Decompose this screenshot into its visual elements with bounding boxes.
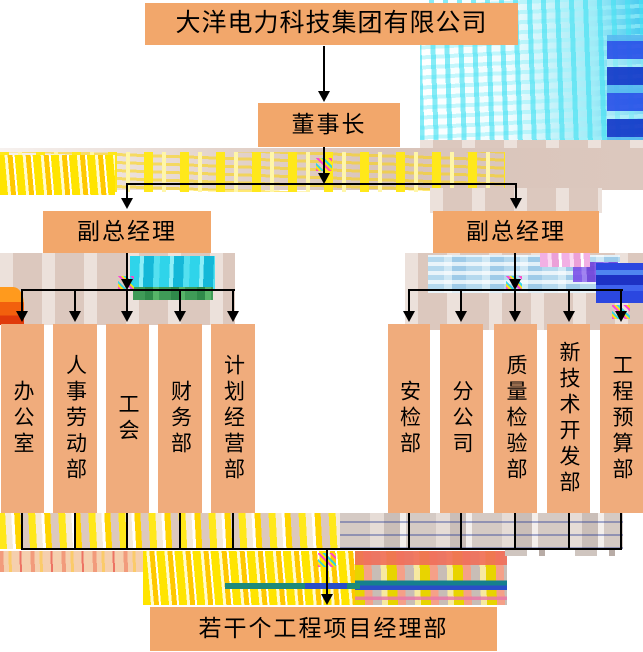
arrowhead-down-project — [321, 594, 333, 605]
chairman-box: 董事长 — [258, 103, 400, 147]
dept-union-label: 工会 — [116, 392, 140, 445]
arrowhead-down-chairman — [318, 91, 330, 102]
connector-bus-left-depts — [21, 289, 235, 291]
corruption-artifact-bottom-multi — [355, 551, 507, 605]
stub-r3 — [514, 513, 516, 549]
dept-newtech-box: 新技术开发部 — [547, 324, 590, 513]
arrowhead-down-l4 — [174, 311, 186, 322]
dept-finance-label: 财务部 — [168, 379, 192, 458]
connector-dept-r1 — [408, 291, 410, 312]
dept-safety-label: 安检部 — [397, 379, 421, 458]
dept-newtech-label: 新技术开发部 — [557, 340, 581, 497]
org-title-label: 大洋电力科技集团有限公司 — [175, 9, 488, 38]
stub-l5 — [232, 513, 234, 549]
stub-r1 — [408, 513, 410, 549]
connector-bottom-drop — [326, 550, 328, 595]
connector-bus-bottom — [21, 548, 622, 550]
connector-deputy-right-out — [514, 253, 516, 282]
dept-budget-box: 工程预算部 — [600, 324, 643, 513]
arrowhead-down-l2 — [69, 311, 81, 322]
connector-dept-r5 — [620, 291, 622, 312]
arrowhead-down-busleft — [121, 279, 133, 290]
deputy-right-box: 副总经理 — [433, 211, 599, 253]
connector-dept-l3 — [126, 291, 128, 312]
connector-deputy-right-drop — [515, 185, 517, 200]
deputy-left-box: 副总经理 — [43, 211, 211, 253]
corruption-artifact-cyan-block — [130, 256, 215, 289]
dept-finance-box: 财务部 — [158, 324, 202, 513]
connector-dept-r3 — [514, 291, 516, 312]
dept-branch-box: 分公司 — [440, 324, 483, 513]
arrowhead-down-r5 — [615, 311, 627, 322]
connector-dept-l2 — [74, 291, 76, 312]
dept-safety-box: 安检部 — [388, 324, 430, 513]
connector-dept-l5 — [232, 291, 234, 312]
deputy-left-label: 副总经理 — [77, 218, 177, 245]
connector-dept-l4 — [179, 291, 181, 312]
connector-deputy-left-out — [126, 253, 128, 282]
dept-budget-label: 工程预算部 — [610, 353, 634, 484]
stub-r4 — [568, 513, 570, 549]
arrowhead-down-r2 — [455, 311, 467, 322]
stub-l3 — [126, 513, 128, 549]
arrowhead-down-bus1 — [318, 173, 330, 184]
corruption-artifact-cells-right — [340, 513, 623, 549]
arrowhead-down-r3 — [509, 311, 521, 322]
connector-dept-r2 — [460, 291, 462, 312]
dept-office-label: 办公室 — [11, 379, 35, 458]
connector-deputy-left-drop — [126, 185, 128, 200]
project-dept-label: 若干个工程项目经理部 — [198, 615, 449, 642]
deputy-right-label: 副总经理 — [466, 218, 566, 245]
corruption-artifact-pink-patch — [540, 253, 590, 267]
arrowhead-down-l5 — [227, 311, 239, 322]
arrowhead-down-l3 — [121, 311, 133, 322]
arrowhead-down-r4 — [563, 311, 575, 322]
connector-dept-l1 — [21, 291, 23, 312]
org-title-box: 大洋电力科技集团有限公司 — [145, 3, 518, 45]
connector-root-to-chairman — [323, 46, 325, 92]
dept-branch-label: 分公司 — [450, 379, 474, 458]
project-dept-box: 若干个工程项目经理部 — [150, 607, 497, 651]
connector-dept-r4 — [568, 291, 570, 312]
corruption-artifact-salmon-strip — [0, 551, 150, 572]
dept-planning-box: 计划经营部 — [211, 324, 255, 513]
stub-r2 — [460, 513, 462, 549]
arrowhead-down-l1 — [16, 311, 28, 322]
arrowhead-down-r1 — [403, 311, 415, 322]
dept-planning-label: 计划经营部 — [221, 353, 245, 484]
stub-l2 — [74, 513, 76, 549]
stub-l1 — [21, 513, 23, 549]
corruption-artifact-yellow-dense — [0, 155, 115, 195]
dept-quality-label: 质量检验部 — [504, 353, 528, 484]
corruption-artifact-cells-left — [0, 513, 340, 549]
connector-bus-right-depts — [408, 289, 623, 291]
dept-hr-labor-box: 人事劳动部 — [53, 324, 97, 513]
dept-union-box: 工会 — [106, 324, 149, 513]
connector-bus-deputies — [126, 183, 517, 185]
connector-chairman-drop — [323, 147, 325, 176]
arrowhead-down-deputy-right — [510, 198, 522, 209]
corruption-artifact-grey-dashes — [505, 548, 643, 556]
chairman-label: 董事长 — [291, 111, 367, 138]
arrowhead-down-deputy-left — [121, 198, 133, 209]
corruption-artifact-blue-block — [596, 263, 643, 303]
corruption-artifact-teal-stripe — [225, 583, 360, 589]
stub-l4 — [179, 513, 181, 549]
dept-office-box: 办公室 — [1, 324, 44, 513]
dept-quality-box: 质量检验部 — [494, 324, 537, 513]
dept-hr-labor-label: 人事劳动部 — [63, 353, 87, 484]
stub-r5 — [620, 513, 622, 549]
arrowhead-down-busright — [509, 279, 521, 290]
